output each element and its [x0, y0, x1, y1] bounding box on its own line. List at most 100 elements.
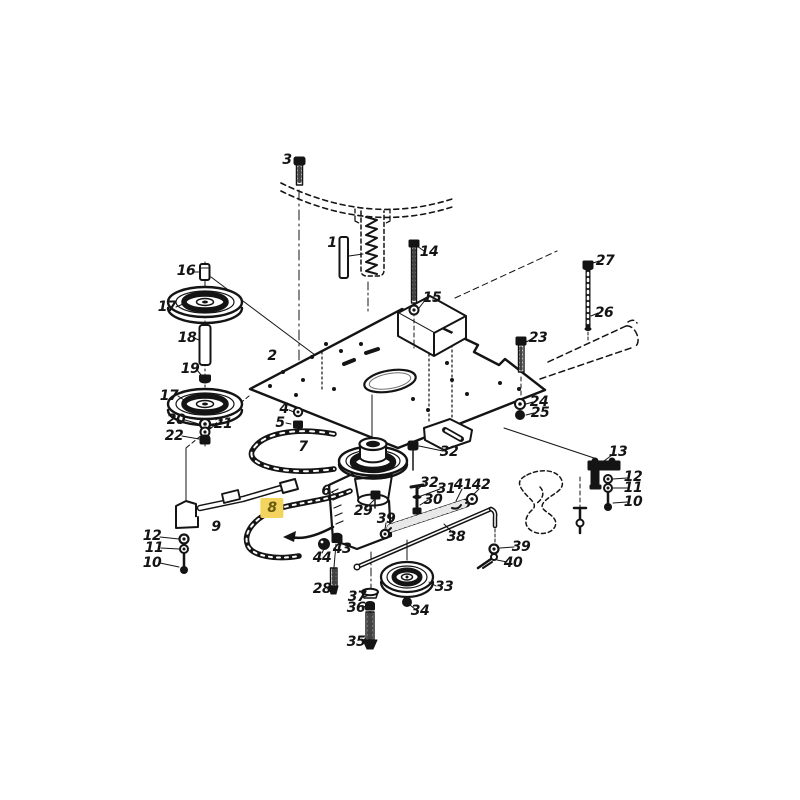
- part-40-cotter-pin: [476, 553, 498, 570]
- slotted-bracket: [423, 418, 473, 451]
- part-label-39-left[interactable]: 39: [376, 511, 396, 527]
- part-23-bolt: [514, 336, 527, 420]
- part-label-37[interactable]: 37: [347, 589, 367, 605]
- part-label-12-left[interactable]: 12: [142, 528, 162, 544]
- part-label-26[interactable]: 26: [594, 305, 614, 321]
- part-5-nut: [293, 420, 303, 429]
- frame-tube: [539, 319, 639, 380]
- part-7-belt: [248, 428, 337, 474]
- part-label-11-right[interactable]: 11: [623, 480, 643, 496]
- belt-guide-outline: [518, 469, 564, 535]
- part-label-42[interactable]: 42: [471, 477, 491, 493]
- part-35-bolt: [362, 611, 378, 650]
- part-label-20[interactable]: 20: [166, 412, 186, 428]
- part-15-washer: [408, 304, 420, 316]
- part-38-spring: [379, 493, 478, 540]
- part-29-bolt: [370, 490, 381, 509]
- part-17-pulley-upper: [166, 285, 244, 325]
- leader-lines: [159, 245, 628, 642]
- part-label-36[interactable]: 36: [346, 600, 366, 616]
- part-label-10-right[interactable]: 10: [623, 494, 643, 510]
- part-20-washer: [198, 417, 212, 431]
- part-label-24[interactable]: 24: [529, 394, 549, 410]
- part-label-9[interactable]: 9: [211, 519, 221, 535]
- part-34-nut: [402, 597, 412, 607]
- engine-shaft: [354, 208, 391, 313]
- part-label-17-lower[interactable]: 17: [159, 388, 179, 404]
- part-label-33[interactable]: 33: [434, 579, 454, 595]
- part-label-6[interactable]: 6: [321, 483, 331, 499]
- part-30-stud: [409, 483, 425, 515]
- part-39-washer-left: [379, 528, 391, 540]
- part-13-bracket: [587, 457, 621, 511]
- part-label-16[interactable]: 16: [176, 263, 196, 279]
- part-19-nut: [199, 374, 211, 384]
- part-10-bolt-right: [604, 490, 612, 511]
- part-1-key: [338, 236, 364, 279]
- part-24-washer: [514, 398, 526, 410]
- part-label-32-upper[interactable]: 32: [439, 444, 459, 460]
- part-31-washer: [412, 495, 422, 499]
- part-label-13[interactable]: 13: [608, 444, 628, 460]
- part-43-nut: [331, 532, 343, 543]
- part-label-23[interactable]: 23: [528, 330, 548, 346]
- part-label-10-left[interactable]: 10: [142, 555, 162, 571]
- part-label-22[interactable]: 22: [164, 428, 184, 444]
- part-label-4[interactable]: 4: [279, 401, 289, 417]
- part-14-bolt: [408, 239, 420, 316]
- part-label-11-left[interactable]: 11: [144, 540, 164, 556]
- part-label-41[interactable]: 41: [453, 477, 473, 493]
- part-22-nut: [199, 434, 211, 445]
- part-8-belt: [243, 488, 353, 561]
- part-label-35[interactable]: 35: [346, 634, 366, 650]
- part-label-43[interactable]: 43: [332, 541, 352, 557]
- part-42-washer: [466, 493, 478, 505]
- part-label-2[interactable]: 2: [267, 348, 277, 364]
- part-label-30[interactable]: 30: [423, 492, 443, 508]
- shaft-spring: [365, 216, 378, 275]
- part-label-29[interactable]: 29: [353, 503, 373, 519]
- part-41-spring-end: [451, 504, 462, 510]
- part-28-bolt: [328, 567, 339, 595]
- part-label-34[interactable]: 34: [410, 603, 430, 619]
- spindle-pulley: [337, 394, 409, 507]
- part-label-25[interactable]: 25: [530, 405, 550, 421]
- anchor-pin: [572, 476, 588, 535]
- part-label-32-lower[interactable]: 32: [419, 475, 439, 491]
- part-label-39-right[interactable]: 39: [511, 539, 531, 555]
- part-32-bolt-upper: [407, 440, 419, 471]
- leader-43-28: [333, 543, 337, 568]
- part-18-spacer: [198, 324, 212, 366]
- part-9-idler-arm: [175, 478, 299, 529]
- plate-holes: [268, 342, 521, 412]
- part-25-nut: [515, 410, 525, 420]
- part-label-27[interactable]: 27: [595, 253, 615, 269]
- part-label-31[interactable]: 31: [436, 481, 456, 497]
- part-33-pulley: [379, 539, 435, 607]
- part-label-40[interactable]: 40: [503, 555, 523, 571]
- part-label-15[interactable]: 15: [422, 290, 442, 306]
- tension-rod: [353, 506, 500, 571]
- part-3-bolt: [293, 156, 306, 405]
- part-label-18[interactable]: 18: [177, 330, 197, 346]
- part-label-1[interactable]: 1: [327, 235, 337, 251]
- part-label-8[interactable]: 8: [260, 498, 284, 518]
- part-label-44[interactable]: 44: [312, 550, 332, 566]
- part-26-rod: [582, 260, 594, 342]
- part-label-28[interactable]: 28: [312, 581, 332, 597]
- idler-stack: [166, 261, 244, 448]
- part-label-12-right[interactable]: 12: [623, 469, 643, 485]
- part-label-21[interactable]: 21: [213, 416, 233, 432]
- part-label-19[interactable]: 19: [180, 361, 200, 377]
- part-10-bolt-left: [180, 552, 188, 574]
- part-label-3[interactable]: 3: [282, 152, 292, 168]
- part-label-38[interactable]: 38: [446, 529, 466, 545]
- part-17-pulley-lower: [166, 387, 244, 427]
- part-label-14[interactable]: 14: [419, 244, 439, 260]
- part-label-5[interactable]: 5: [275, 415, 285, 431]
- part-label-17-upper[interactable]: 17: [157, 299, 177, 315]
- part-label-7[interactable]: 7: [298, 439, 308, 455]
